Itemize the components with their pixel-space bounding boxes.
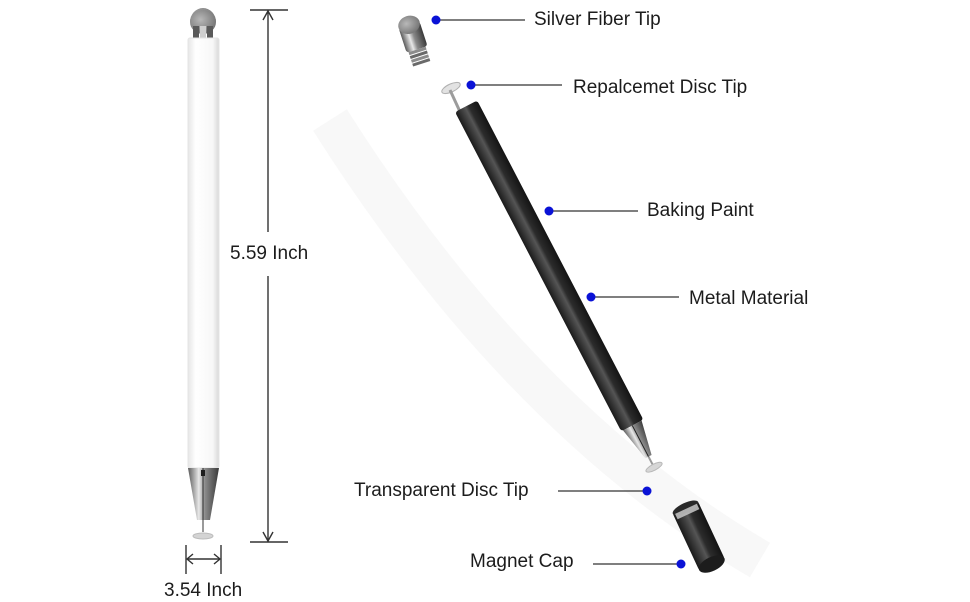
width-dimension-line <box>185 545 222 574</box>
height-dimension-line <box>250 9 288 543</box>
white-stylus-illustration <box>187 8 220 540</box>
callout-magnet-cap: Magnet Cap <box>470 551 574 572</box>
callout-transparent-disc-tip: Transparent Disc Tip <box>354 480 529 501</box>
callout-replacement-disc-tip: Repalcemet Disc Tip <box>573 77 748 98</box>
black-stylus-illustration <box>398 15 725 573</box>
callout-metal-material: Metal Material <box>689 288 809 309</box>
callout-silver-fiber-tip: Silver Fiber Tip <box>534 9 661 30</box>
callout-baking-paint: Baking Paint <box>647 200 754 221</box>
height-dimension-label: 5.59 Inch <box>230 243 309 264</box>
width-dimension-label: 3.54 Inch <box>164 580 243 601</box>
callout-leaders <box>431 15 686 569</box>
